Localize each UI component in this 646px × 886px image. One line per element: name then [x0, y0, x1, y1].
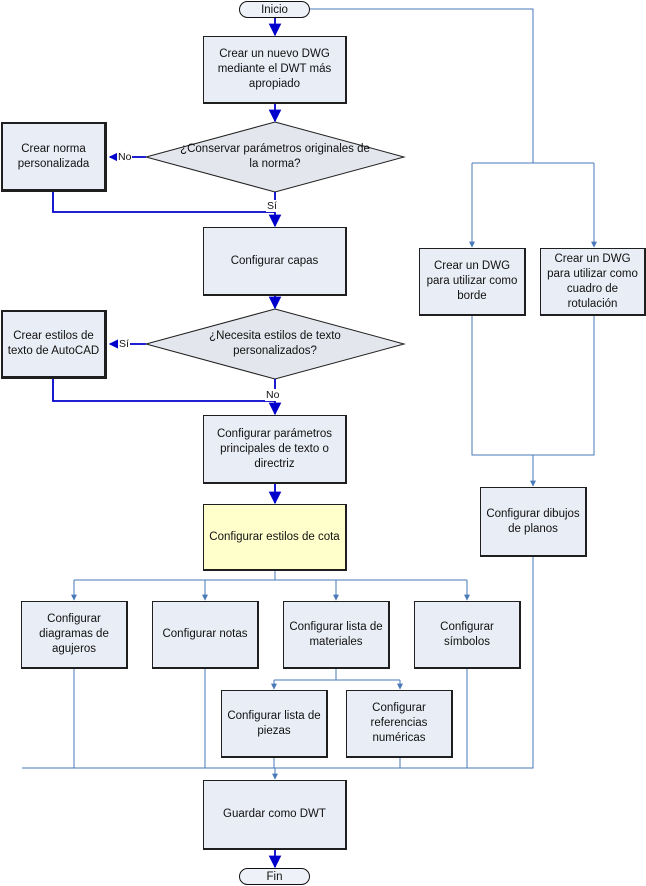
step-layers: Configurar capas [203, 227, 347, 296]
edge-start-to-right-branch [310, 8, 534, 163]
step-save-dwt: Guardar como DWT [203, 780, 347, 850]
decision-need-text-styles: ¿Necesita estilos de texto personalizado… [209, 330, 341, 357]
label-keep-yes: Sí [266, 200, 278, 212]
step-symbols: Configurar símbolos [414, 601, 521, 669]
terminal-start: Inicio [239, 1, 310, 18]
edge-custom-standard-return [52, 191, 275, 213]
decision-keep-params: ¿Conservar parámetros originales de la n… [180, 143, 370, 170]
terminal-end: Fin [239, 868, 310, 885]
label-text-no: No [265, 389, 281, 401]
step-parts-list: Configurar lista de piezas [221, 690, 328, 758]
edge-text-styles-return [52, 378, 275, 402]
step-autocad-text-styles: Crear estilos de texto de AutoCAD [1, 310, 107, 379]
label-keep-no: No [117, 151, 133, 163]
step-custom-standard: Crear norma personalizada [1, 122, 107, 192]
label-text-yes: Sí [118, 338, 130, 350]
step-notes: Configurar notas [152, 601, 259, 669]
step-text-params: Configurar parámetros principales de tex… [203, 415, 347, 484]
step-balloons: Configurar referencias numéricas [346, 690, 453, 758]
step-border-dwg: Crear un DWG para utilizar como borde [419, 248, 526, 316]
step-create-dwg: Crear un nuevo DWG mediante el DWT más a… [203, 36, 347, 104]
step-title-block-dwg: Crear un DWG para utilizar como cuadro d… [540, 248, 646, 316]
step-drawing-sheets: Configurar dibujos de planos [480, 487, 587, 557]
step-bom: Configurar lista de materiales [283, 601, 390, 669]
step-hole-charts: Configurar diagramas de agujeros [21, 601, 128, 669]
edge-border-to-merge [471, 316, 595, 456]
step-dim-styles: Configurar estilos de cota [203, 504, 347, 571]
